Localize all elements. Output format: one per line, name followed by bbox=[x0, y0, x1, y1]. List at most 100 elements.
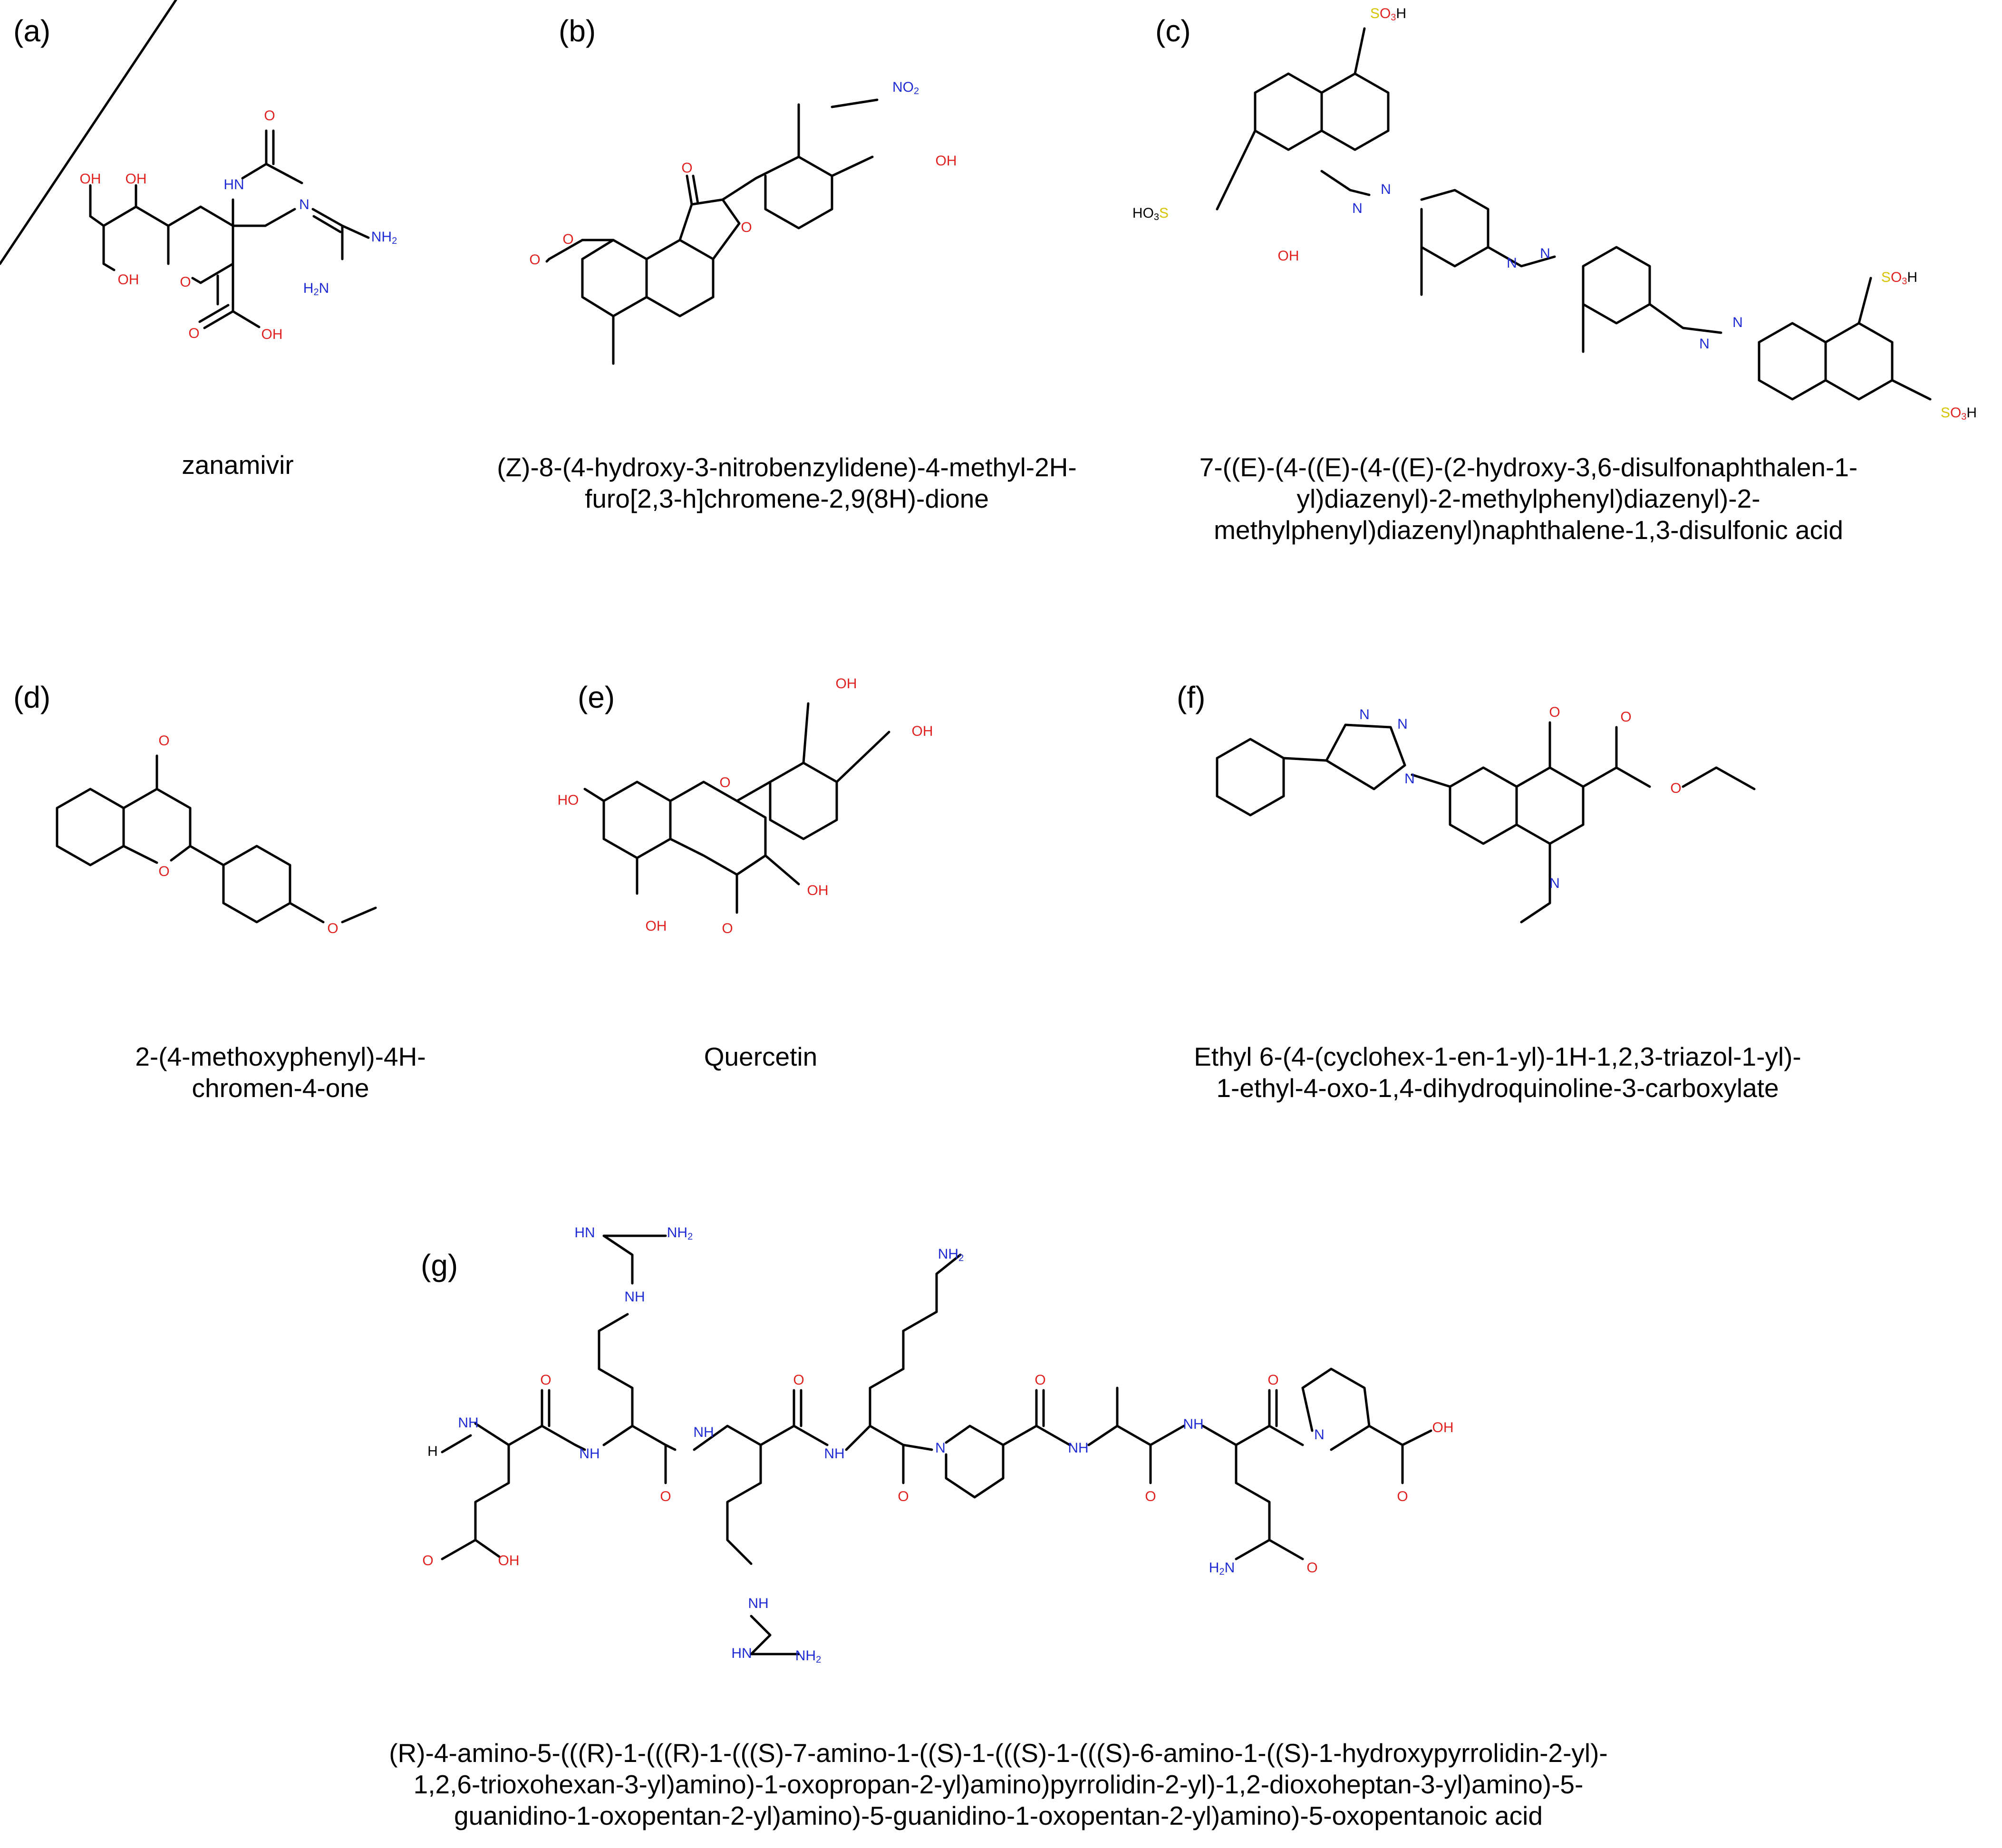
bond bbox=[1515, 766, 1585, 845]
caption-f: Ethyl 6-(4-(cyclohex-1-en-1-yl)-1H-1,2,3… bbox=[1194, 1042, 1801, 1103]
atom-o: O bbox=[562, 231, 573, 247]
atom-oh: OH bbox=[498, 1553, 520, 1569]
bond bbox=[1857, 277, 1872, 325]
atom-o: O bbox=[540, 1372, 551, 1388]
atom-o: O bbox=[1035, 1372, 1045, 1388]
bond bbox=[312, 215, 342, 233]
bond bbox=[89, 215, 105, 227]
bond bbox=[602, 780, 672, 859]
atom-o: O bbox=[264, 108, 275, 124]
bond bbox=[869, 1253, 962, 1427]
atom-o: O bbox=[180, 274, 191, 290]
bond bbox=[102, 205, 137, 265]
bond bbox=[135, 205, 170, 227]
bond bbox=[1254, 72, 1323, 151]
atom-oh: OH bbox=[80, 171, 101, 187]
bond bbox=[793, 1424, 829, 1446]
atom-o: O bbox=[793, 1372, 804, 1388]
bond bbox=[902, 1444, 933, 1451]
atom-oh: OH bbox=[836, 676, 857, 692]
bond bbox=[1487, 246, 1556, 268]
atom-n: N bbox=[1549, 876, 1560, 891]
atom-oh: OH bbox=[126, 171, 147, 187]
bond bbox=[802, 702, 810, 764]
atom-hn: HN bbox=[574, 1225, 595, 1241]
atom-o: O bbox=[681, 160, 692, 176]
bond bbox=[122, 845, 158, 864]
panel-label-f: (f) bbox=[1177, 680, 1206, 714]
bond bbox=[764, 854, 800, 886]
bond bbox=[264, 208, 296, 227]
atom-so3h: SO3H bbox=[1941, 405, 1977, 422]
atom-n: N bbox=[935, 1440, 946, 1456]
atom-so3h: SO3H bbox=[1881, 270, 1917, 287]
bond bbox=[1002, 1424, 1038, 1446]
caption-d: 2-(4-methoxyphenyl)-4H- chromen-4-one bbox=[135, 1042, 426, 1103]
panel-label-e: (e) bbox=[578, 680, 615, 714]
atom-o: O bbox=[719, 775, 730, 790]
atom-nh2: NH2 bbox=[938, 1246, 964, 1263]
atom-n: N bbox=[1540, 246, 1550, 261]
bond bbox=[203, 310, 234, 329]
bond bbox=[1582, 246, 1651, 325]
atom-o: O bbox=[158, 864, 169, 879]
panel-label-b: (b) bbox=[559, 14, 596, 48]
bond bbox=[845, 1424, 905, 1484]
atom-hn: HN bbox=[731, 1646, 752, 1661]
molecule-c: SO3H HO3S OH N N N N N N SO3H SO3H bbox=[1132, 6, 1977, 422]
bond bbox=[1325, 723, 1406, 790]
bond bbox=[1411, 766, 1518, 845]
bond bbox=[726, 1482, 762, 1565]
atom-nh2: NH2 bbox=[667, 1225, 693, 1242]
atom-o: O bbox=[1145, 1489, 1156, 1504]
bond bbox=[692, 174, 699, 205]
bond bbox=[191, 205, 234, 284]
bond bbox=[1320, 72, 1390, 151]
bond bbox=[669, 780, 767, 876]
bond bbox=[1320, 170, 1371, 196]
bond bbox=[1520, 842, 1551, 924]
atom-o: O bbox=[1549, 704, 1560, 720]
bond bbox=[693, 1424, 762, 1484]
molecule-zanamivir: OH OH OH O O OH O HN N NH2 H2N bbox=[0, 0, 397, 342]
panel-label-g: (g) bbox=[421, 1248, 458, 1282]
bond bbox=[545, 258, 551, 263]
bond bbox=[474, 1422, 586, 1451]
atom-nh: NH bbox=[824, 1446, 844, 1462]
atom-ho: HO bbox=[558, 792, 579, 808]
atom-ho3s: HO3S bbox=[1132, 205, 1169, 222]
bond bbox=[289, 902, 325, 924]
caption-g: (R)-4-amino-5-(((R)-1-(((R)-1-(((S)-7-am… bbox=[389, 1738, 1608, 1830]
bond bbox=[1235, 1444, 1304, 1560]
atom-nh: NH bbox=[458, 1415, 478, 1431]
atom-n: N bbox=[1352, 201, 1363, 216]
atom-no2: NO2 bbox=[892, 79, 919, 96]
bond bbox=[1758, 322, 1827, 401]
bond bbox=[583, 788, 605, 802]
atom-hn: HN bbox=[223, 177, 244, 192]
bond bbox=[831, 98, 879, 108]
atom-oh: OH bbox=[807, 883, 829, 898]
atom-o: O bbox=[741, 220, 752, 235]
bond bbox=[645, 239, 715, 318]
atom-o: O bbox=[1620, 709, 1631, 725]
atom-o: O bbox=[422, 1553, 433, 1569]
bond bbox=[1420, 189, 1489, 268]
atom-so3h: SO3H bbox=[1370, 6, 1406, 23]
atom-o: O bbox=[1670, 780, 1681, 796]
caption-c: 7-((E)-(4-((E)-(4-((E)-(2-hydroxy-3,6-di… bbox=[1199, 452, 1858, 545]
atom-o: O bbox=[188, 326, 199, 341]
bond bbox=[189, 845, 291, 924]
bond bbox=[1615, 766, 1651, 788]
bond bbox=[945, 1424, 1005, 1499]
atom-nh2: NH2 bbox=[795, 1648, 821, 1665]
panel-label-a: (a) bbox=[13, 14, 51, 48]
bond bbox=[1216, 738, 1285, 817]
atom-n: N bbox=[1732, 315, 1743, 330]
atom-oh: OH bbox=[1278, 248, 1299, 264]
atom-nh: NH bbox=[579, 1446, 600, 1462]
bond bbox=[1235, 1539, 1271, 1560]
bond bbox=[548, 239, 584, 260]
bond bbox=[735, 780, 772, 802]
